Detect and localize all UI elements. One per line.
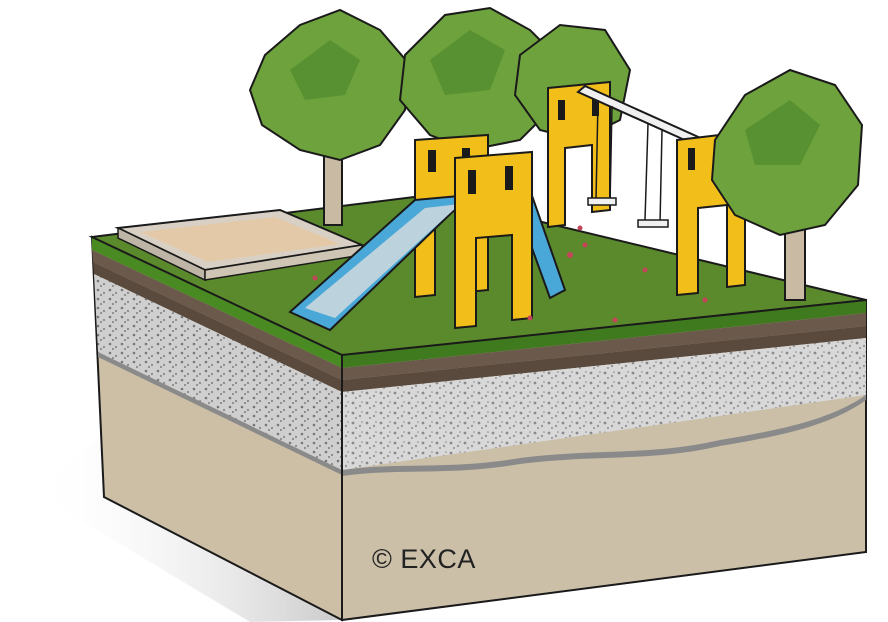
- climbing-frame-front: [454, 150, 533, 330]
- swing-seat-2: [637, 219, 669, 228]
- flowers: [312, 225, 708, 323]
- tree-front-right: [710, 68, 864, 301]
- sandbox: [114, 208, 366, 282]
- block-front-face: [341, 298, 867, 622]
- tree-back-left: [248, 8, 412, 226]
- swing-seat-1: [587, 197, 617, 206]
- copyright-label: © EXCA: [372, 544, 476, 574]
- block-left-face: [90, 235, 343, 622]
- tree-back-middle: [398, 6, 562, 152]
- swing-set: [547, 80, 746, 297]
